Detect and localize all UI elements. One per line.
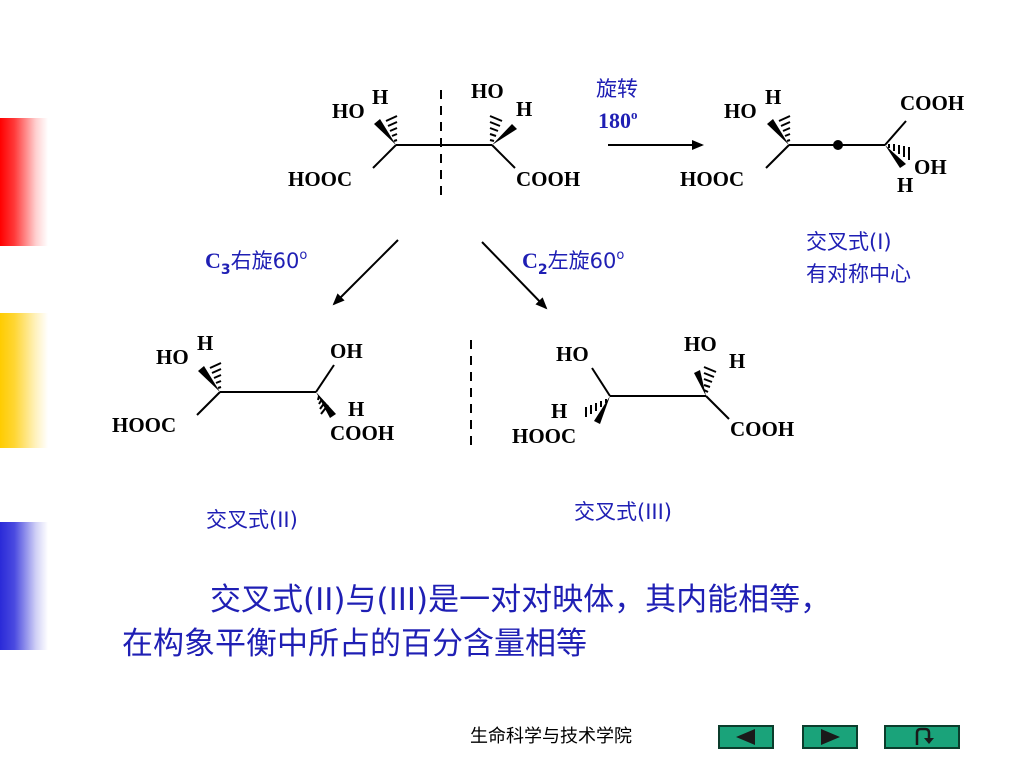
wedge-bond bbox=[316, 392, 336, 418]
return-button[interactable] bbox=[884, 725, 960, 749]
bond-left-cooh bbox=[765, 144, 790, 169]
arrow-c2-rotation bbox=[481, 241, 548, 310]
bond-left-cooh bbox=[196, 391, 221, 416]
rotate-angle: 180o bbox=[598, 107, 638, 133]
label-ho: HO bbox=[332, 99, 365, 123]
c2-c: C bbox=[522, 248, 538, 273]
label-cooh: COOH bbox=[900, 91, 964, 115]
c3-c: C bbox=[205, 248, 221, 273]
caption-line-1: 交叉式(II)与(III)是一对对映体，其内能相等， bbox=[210, 582, 832, 618]
c2-sub: 2 bbox=[538, 262, 548, 278]
bond-right-oh bbox=[315, 364, 335, 393]
hash-bond bbox=[489, 115, 503, 142]
hash-bond bbox=[703, 366, 717, 393]
wedge-bond bbox=[594, 396, 610, 424]
caption-symmetry-center: 有对称中心 bbox=[806, 262, 911, 286]
label-cooh: COOH bbox=[516, 167, 580, 191]
wedge-bond bbox=[198, 366, 220, 392]
next-button[interactable] bbox=[802, 725, 858, 749]
label-h: H bbox=[372, 85, 388, 109]
c3-sub: 3 bbox=[221, 262, 231, 278]
degree-sup: o bbox=[631, 107, 638, 122]
return-arrow-icon bbox=[915, 727, 934, 745]
bond-left-cooh bbox=[372, 144, 397, 169]
bond-right-cooh bbox=[705, 395, 730, 420]
molecule-top-right: HO H HOOC COOH OH H 交叉式(I) 有对称中心 bbox=[680, 85, 964, 286]
label-h: H bbox=[765, 85, 781, 109]
label-c3-rotation: C3右旋60o bbox=[205, 248, 307, 278]
label-h: H bbox=[516, 97, 532, 121]
arrow-c3-rotation bbox=[332, 239, 399, 306]
caption-conformation-iii: 交叉式(III) bbox=[574, 500, 672, 524]
label-hooc: HOOC bbox=[112, 413, 176, 437]
bond-right-cooh bbox=[491, 144, 516, 169]
triangle-right-icon bbox=[821, 729, 840, 745]
caption-line-2: 在构象平衡中所占的百分含量相等 bbox=[122, 626, 587, 662]
label-h: H bbox=[197, 331, 213, 355]
decor-bar-blue bbox=[0, 522, 48, 650]
caption-conformation-i: 交叉式(I) bbox=[806, 230, 892, 254]
label-ho: HO bbox=[156, 345, 189, 369]
c3-text: 右旋60 bbox=[231, 249, 300, 273]
c2-text: 左旋60 bbox=[548, 249, 617, 273]
caption-conformation-ii: 交叉式(II) bbox=[206, 508, 298, 532]
triangle-left-icon bbox=[736, 729, 755, 745]
decor-bar-red bbox=[0, 118, 48, 246]
hash-bond bbox=[385, 115, 398, 142]
wedge-bond bbox=[767, 119, 789, 145]
molecule-bottom-right: HO H HOOC HO H COOH bbox=[512, 332, 794, 448]
molecule-top-left: HO H HOOC HO H COOH bbox=[288, 79, 580, 196]
label-h: H bbox=[729, 349, 745, 373]
wedge-bond bbox=[374, 119, 396, 145]
label-oh: OH bbox=[914, 155, 947, 179]
c3-sup: o bbox=[299, 248, 307, 263]
label-h: H bbox=[348, 397, 364, 421]
label-ho: HO bbox=[684, 332, 717, 356]
label-hooc: HOOC bbox=[512, 424, 576, 448]
label-ho: HO bbox=[471, 79, 504, 103]
wedge-bond bbox=[694, 370, 706, 396]
label-ho: HO bbox=[724, 99, 757, 123]
bond-right-cooh bbox=[884, 120, 907, 146]
hash-bond bbox=[888, 144, 910, 160]
c2-sup: o bbox=[616, 248, 624, 263]
label-ho: HO bbox=[556, 342, 589, 366]
bond-left-ho bbox=[591, 367, 611, 397]
label-cooh: COOH bbox=[330, 421, 394, 445]
hash-bond bbox=[209, 362, 222, 389]
hash-bond bbox=[778, 115, 791, 142]
label-hooc: HOOC bbox=[288, 167, 352, 191]
wedge-bond bbox=[492, 124, 517, 145]
footer-institution: 生命科学与技术学院 bbox=[470, 726, 632, 747]
label-hooc: HOOC bbox=[680, 167, 744, 191]
decor-bar-yellow bbox=[0, 313, 48, 448]
label-c2-rotation: C2左旋60o bbox=[522, 248, 624, 278]
symmetry-center-dot bbox=[833, 140, 843, 150]
angle-value: 180 bbox=[598, 108, 631, 133]
wedge-bond bbox=[885, 145, 906, 168]
rotate-180-label: 旋转 180o bbox=[596, 77, 638, 133]
label-h: H bbox=[897, 173, 913, 197]
rotate-text: 旋转 bbox=[596, 77, 638, 101]
label-cooh: COOH bbox=[730, 417, 794, 441]
label-h: H bbox=[551, 399, 567, 423]
label-oh: OH bbox=[330, 339, 363, 363]
prev-button[interactable] bbox=[718, 725, 774, 749]
molecule-bottom-left: HO H HOOC OH H COOH bbox=[112, 331, 394, 445]
